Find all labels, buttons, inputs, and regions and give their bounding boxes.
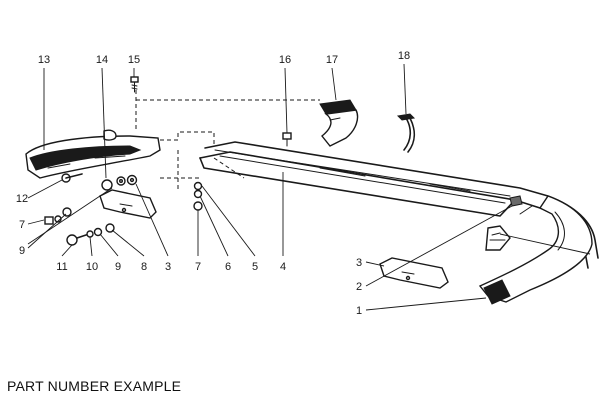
callout-5: 5 <box>252 261 258 273</box>
bolt-11 <box>66 223 115 246</box>
callout-11: 11 <box>56 261 67 273</box>
washers-upper <box>101 174 138 191</box>
callout-7: 7 <box>195 261 201 273</box>
callout-3-right: 3 <box>356 257 362 269</box>
bumper-bar <box>199 141 599 269</box>
callout-16: 16 <box>279 54 291 66</box>
callout-9: 9 <box>115 261 121 273</box>
bracket-right <box>379 257 449 289</box>
callout-9-left: 9 <box>19 245 25 257</box>
bracket-left <box>99 189 157 219</box>
callout-18: 18 <box>398 50 410 62</box>
top-bolt <box>130 76 139 93</box>
trim-strip <box>396 113 416 153</box>
callout-3-left: 3 <box>165 261 171 273</box>
callouts: 13 14 15 16 17 18 12 7 9 11 10 9 8 3 7 6… <box>16 50 410 317</box>
callout-1: 1 <box>356 305 362 317</box>
callout-12: 12 <box>16 193 28 205</box>
callout-2: 2 <box>356 281 362 293</box>
callout-6: 6 <box>225 261 231 273</box>
callout-17: 17 <box>326 54 338 66</box>
callout-7-left: 7 <box>19 219 25 231</box>
alignment-lines <box>135 90 320 190</box>
end-cap <box>25 129 161 179</box>
callout-4: 4 <box>280 261 286 273</box>
nut-washer-7-left <box>44 207 72 225</box>
callout-15: 15 <box>128 54 140 66</box>
leader-lines <box>27 63 591 311</box>
rubber-guard <box>319 99 359 147</box>
callout-13: 13 <box>38 54 50 66</box>
callout-14: 14 <box>96 54 108 66</box>
callout-8: 8 <box>141 261 147 273</box>
screw-16 <box>282 132 292 147</box>
inner-bracket <box>485 225 511 251</box>
nuts-center <box>193 181 203 211</box>
bolt-12 <box>61 173 83 183</box>
caption: PART NUMBER EXAMPLE <box>7 378 182 394</box>
callout-10: 10 <box>86 261 98 273</box>
